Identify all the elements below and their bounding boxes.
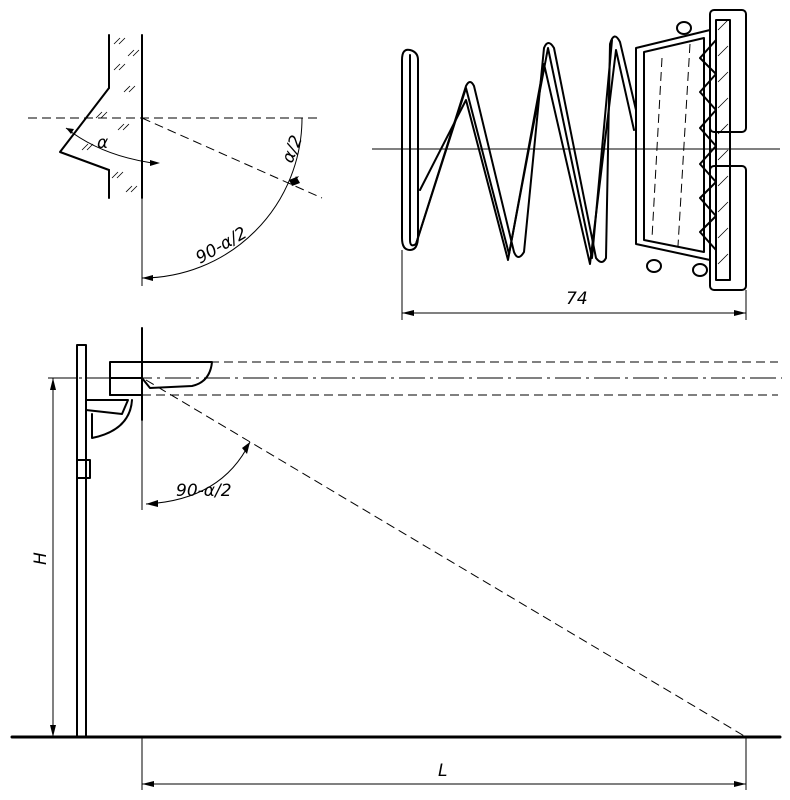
label-height-h: H [31,552,51,565]
bottom-angle-arc [145,441,251,505]
light-ray-line [145,379,747,738]
wall-hatching [81,37,140,193]
large-arc-arrow-start [142,275,153,281]
spring-coil-inner [419,49,635,265]
label-alpha-half: α/2 [278,133,307,166]
reflector-dashed-line-1 [651,57,663,239]
angle-detail-view: α α/2 90-α/2 [28,34,323,286]
label-ninety-minus-half-alpha-top: 90-α/2 [193,223,251,268]
dim-74-arrow-right [734,310,746,316]
alpha-arc [65,127,153,164]
dim-74-arrow-left [402,310,414,316]
pole [76,344,87,738]
plate-hatching [717,19,729,265]
bottom-arc-arrow-start [146,500,158,507]
pole-bracket [76,459,91,479]
label-dim-74: 74 [566,289,588,309]
lamp-head [109,361,213,389]
reflector-dashed-line-2 [677,43,691,247]
spring-coil-outline [415,35,637,263]
inclined-axis-line [141,117,323,199]
large-angle-arc [141,117,303,279]
reflector-profile [59,87,110,171]
mounting-plate-inner [715,19,731,281]
label-length-l: L [438,761,447,781]
pole-layout-view: 90-α/2 H L [10,327,782,790]
alpha-arc-arrow-start [66,128,74,134]
mounting-plate-lower [709,165,747,291]
bolt-top [676,21,692,35]
lamp-arm [85,399,129,415]
bolt-bottom-left [646,259,662,273]
dim-h-arrow-bottom [50,725,56,737]
dim-l-arrow-right [734,781,746,787]
small-arc-arrow [292,176,300,186]
dim-l-arrow-left [142,781,154,787]
label-ninety-minus-half-alpha-bottom: 90-α/2 [176,481,232,501]
label-alpha: α [97,133,108,153]
lamp-reflector-inner [643,37,705,253]
alpha-arc-arrow-end [150,160,160,166]
lamp-arm-support [91,399,133,439]
zigzag-lens [699,39,717,251]
lamp-reflector-body [635,29,711,261]
dim-h-arrow-top [50,378,56,390]
bolt-bottom-right [692,263,708,277]
bottom-arc-arrow-end [242,442,250,454]
lamp-spring-view: 74 [372,9,780,320]
mounting-plate-upper [709,9,747,133]
